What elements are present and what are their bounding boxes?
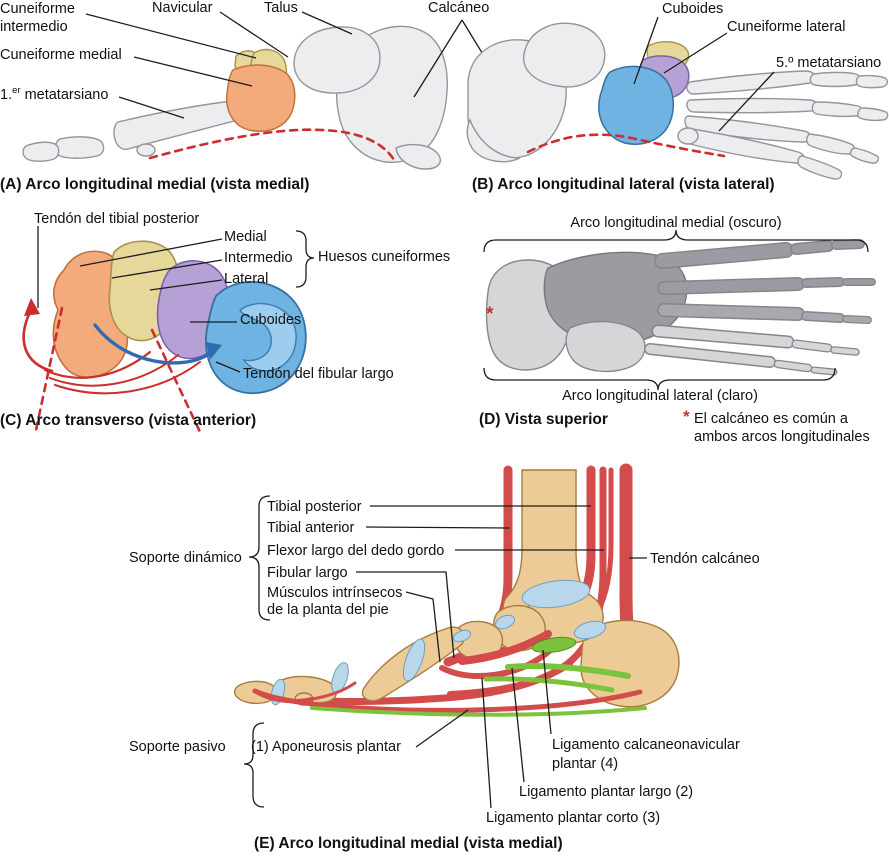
panel-d-brackets	[483, 229, 869, 391]
panel-d-art	[483, 229, 876, 391]
first-metatarsal-bone	[113, 101, 242, 150]
footnote-line2: ambos arcos longitudinales	[694, 429, 870, 445]
tibial-posterior-arrows	[22, 298, 201, 395]
cuboid-bone-b	[598, 65, 674, 145]
label-musculos-intrinsecos-line2: de la planta del pie	[267, 602, 389, 618]
short-plantar-ligament	[483, 676, 615, 693]
label-tendon-calcaneo: Tendón calcáneo	[650, 551, 760, 567]
panel-b-art	[466, 16, 889, 180]
label-arco-lateral-claro: Arco longitudinal lateral (claro)	[562, 388, 758, 404]
lateral-arch-dashed-line	[526, 133, 726, 158]
caption-panel-e: (E) Arco longitudinal medial (vista medi…	[254, 835, 563, 852]
metatarsal-5-tubercle	[677, 127, 699, 145]
panel-b-leader-lines	[633, 16, 775, 132]
label-arco-medial-oscuro: Arco longitudinal medial (oscuro)	[570, 215, 782, 231]
label-lig-plantar-corto: Ligamento plantar corto (3)	[486, 810, 661, 826]
label-cuneiforme-lateral: Cuneiforme lateral	[727, 19, 846, 35]
label-tendon-tibial-posterior: Tendón del tibial posterior	[34, 211, 200, 227]
plantar-aponeurosis-band	[310, 706, 647, 717]
heel-b	[466, 118, 521, 163]
fibular-longus-arrow	[93, 323, 222, 365]
label-cuneiforme-intermedio: Cuneiforme intermedio	[0, 1, 75, 35]
label-flexor-largo: Flexor largo del dedo gordo	[267, 543, 445, 559]
label-aponeurosis-plantar: (1) Aponeurosis plantar	[251, 739, 401, 755]
sesamoid-a	[136, 143, 156, 157]
label-cuboides-c: Cuboides	[240, 312, 302, 328]
label-lig-calcaneonavicular-line1: Ligamento calcaneonavicular	[552, 737, 740, 753]
panel-c-leader-lines	[37, 226, 315, 373]
metatarsal-2-b	[686, 70, 816, 95]
label-first-metatarsal: 1.er metatarsiano	[0, 85, 108, 105]
label-huesos-cuneiformes: Huesos cuneiformes	[318, 249, 451, 265]
metatarsal-3-b	[686, 97, 819, 114]
label-cuneiform-medial-c: Medial	[224, 229, 267, 245]
panel-a-leader-lines	[85, 11, 510, 119]
panel-a-art	[22, 11, 510, 170]
first-metatarsal-text: metatarsiano	[20, 86, 109, 103]
label-lig-calcaneonavicular-line2: plantar (4)	[552, 756, 619, 772]
label-tibial-anterior: Tibial anterior	[267, 520, 355, 536]
talus-bone-b	[523, 22, 606, 88]
panel-e-leader-lines	[243, 495, 647, 809]
cuboid-inner-detail	[239, 303, 297, 372]
label-musculos-intrinsecos-line1: Músculos intrínsecos	[267, 585, 403, 601]
calcaneonavicular-ligament	[531, 636, 577, 654]
label-cuboides-b: Cuboides	[662, 1, 724, 17]
asterisk-footnote-marker: *	[683, 407, 690, 426]
medial-cuneiform-bone	[225, 64, 296, 132]
toes-b	[797, 71, 889, 180]
panel-e-art	[233, 463, 680, 809]
distal-phalanx-a	[22, 141, 60, 162]
label-cuneiform-lateral-c: Lateral	[224, 271, 269, 287]
asterisk-marker-on-calcaneus: *	[486, 304, 494, 325]
caption-panel-b: (B) Arco longitudinal lateral (vista lat…	[472, 176, 775, 193]
proximal-phalanx-a	[54, 136, 105, 159]
long-plantar-ligament	[505, 663, 631, 679]
medial-arch-dashed-line	[148, 128, 396, 162]
label-soporte-pasivo: Soporte pasivo	[129, 739, 226, 755]
metatarsal-rays-top-view	[644, 239, 876, 376]
panel-c-dashed-left	[34, 306, 64, 432]
label-fibular-largo: Fibular largo	[267, 565, 348, 581]
label-calcaneo: Calcáneo	[428, 0, 490, 16]
label-cuneiforme-medial: Cuneiforme medial	[0, 47, 122, 63]
label-soporte-dinamico: Soporte dinámico	[129, 550, 242, 566]
cuboid-light-top-view	[565, 320, 646, 373]
label-tibial-posterior: Tibial posterior	[267, 499, 362, 515]
first-metatarsal-ordinal: er	[12, 85, 21, 96]
first-metatarsal-number: 1.	[0, 86, 13, 103]
panel-c-art	[22, 226, 315, 434]
joint-capsules	[270, 579, 607, 706]
footnote-line1: El calcáneo es común a	[694, 411, 848, 427]
label-tendon-fibular-largo: Tendón del fibular largo	[243, 366, 394, 382]
label-lig-plantar-largo: Ligamento plantar largo (2)	[519, 784, 694, 800]
label-navicular: Navicular	[152, 0, 213, 16]
caption-panel-d: (D) Vista superior	[479, 411, 608, 428]
label-cuneiform-intermedio-c: Intermedio	[224, 250, 293, 266]
talus-bone-a	[293, 26, 381, 94]
plantar-ligaments	[310, 636, 647, 717]
label-talus: Talus	[264, 0, 298, 16]
label-fifth-metatarsal: 5.º metatarsiano	[776, 55, 882, 71]
panel-c-dashed-right	[150, 328, 202, 434]
heel-tubercle-a	[395, 143, 442, 170]
superficial-tendons	[252, 630, 643, 713]
caption-panel-c: (C) Arco transverso (vista anterior)	[0, 412, 257, 429]
caption-panel-a: (A) Arco longitudinal medial (vista medi…	[0, 176, 310, 193]
